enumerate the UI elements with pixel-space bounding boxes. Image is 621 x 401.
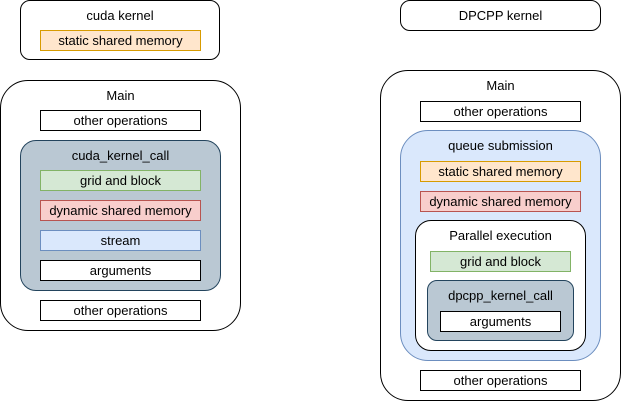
dpcpp-kernel-title: DPCPP kernel — [458, 8, 543, 23]
dpcpp-kernel-call-title: dpcpp_kernel_call — [448, 288, 553, 303]
cuda-main-box: Main other operations cuda_kernel_call g… — [0, 80, 241, 331]
cuda-kernel-box: cuda kernel static shared memory — [20, 0, 220, 60]
cuda-static-shared-memory: static shared memory — [40, 30, 201, 51]
dpcpp-dynamic-shared-memory: dynamic shared memory — [420, 191, 581, 212]
dpcpp-arguments: arguments — [440, 311, 561, 332]
queue-submission-box: queue submission static shared memory dy… — [400, 130, 601, 361]
dpcpp-other-operations-top: other operations — [420, 101, 581, 122]
dpcpp-kernel-box: DPCPP kernel — [400, 0, 601, 31]
cuda-grid-and-block: grid and block — [40, 170, 201, 191]
parallel-execution-title: Parallel execution — [449, 228, 552, 243]
dpcpp-main-title: Main — [486, 78, 515, 93]
cuda-other-operations-top: other operations — [40, 110, 201, 131]
queue-submission-title: queue submission — [448, 138, 553, 153]
cuda-arguments: arguments — [40, 260, 201, 281]
cuda-main-title: Main — [106, 88, 135, 103]
cuda-other-operations-bottom: other operations — [40, 300, 201, 321]
parallel-execution-box: Parallel execution grid and block dpcpp_… — [415, 220, 586, 351]
cuda-kernel-title: cuda kernel — [86, 8, 154, 23]
dpcpp-static-shared-memory: static shared memory — [420, 161, 581, 182]
dpcpp-other-operations-bottom: other operations — [420, 370, 581, 391]
dpcpp-main-box: Main other operations queue submission s… — [380, 70, 621, 401]
dpcpp-kernel-call-box: dpcpp_kernel_call arguments — [427, 280, 574, 341]
cuda-kernel-call-title: cuda_kernel_call — [71, 148, 170, 163]
cuda-kernel-call-box: cuda_kernel_call grid and block dynamic … — [20, 140, 221, 291]
dpcpp-grid-and-block: grid and block — [430, 251, 571, 272]
cuda-dynamic-shared-memory: dynamic shared memory — [40, 200, 201, 221]
cuda-stream: stream — [40, 230, 201, 251]
